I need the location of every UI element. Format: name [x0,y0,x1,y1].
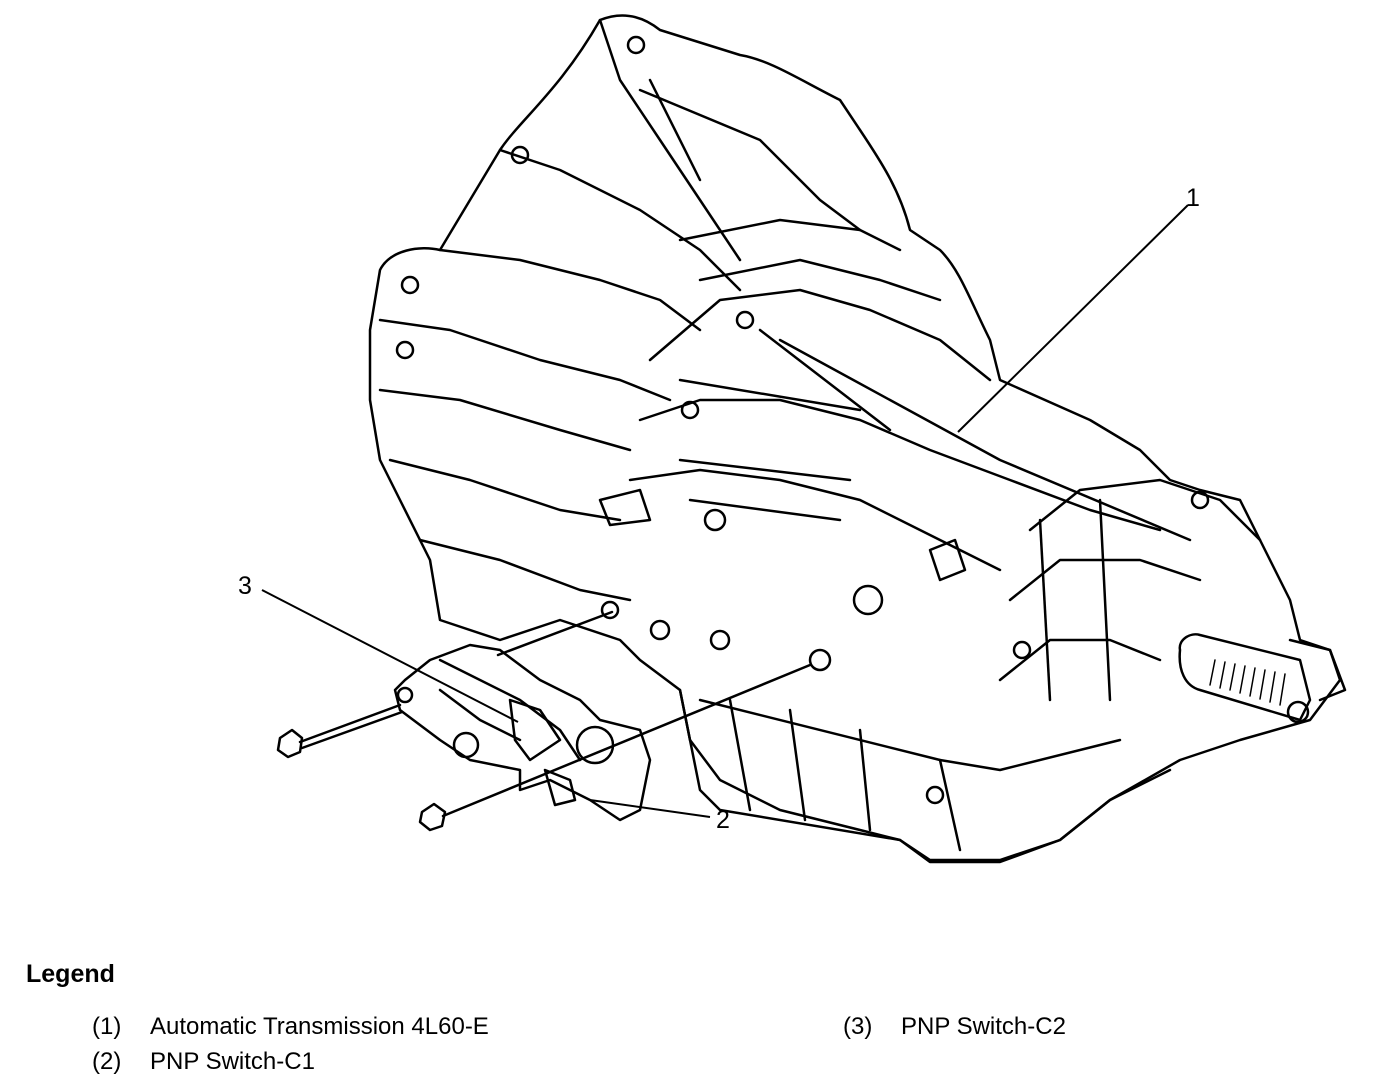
oil-pan [938,758,962,852]
main-case [678,458,852,482]
case-boss [925,785,945,805]
callout-1: 1 [1186,184,1200,212]
bolt-upper [276,703,404,759]
tail-housing [1028,478,1262,542]
housing-rib [498,148,742,292]
legend-item-text: Automatic Transmission 4L60-E [150,1013,489,1040]
tail-housing [998,638,1162,682]
case-boss [510,145,530,165]
callout-leader-3 [261,589,519,723]
main-case [688,498,842,522]
legend-item-2: (2) PNP Switch-C1 [92,1049,315,1075]
case-boss [709,629,731,651]
callout-leader-1 [957,204,1189,433]
bell-housing [368,14,1342,862]
main-case [628,468,1002,572]
pnp-connector-c1 [543,768,577,807]
pnp-switch-pivot [452,731,480,759]
case-boss [1190,490,1210,510]
main-case [678,378,862,412]
case-boss [600,600,620,620]
output-shaft-end [1286,700,1310,724]
tail-housing [1098,498,1112,702]
legend-item-number: (2) [92,1048,122,1075]
bolt-guide-line [496,610,614,657]
mount-bracket [598,488,652,527]
housing-rib [638,88,862,232]
output-shaft [1178,633,1312,722]
legend-title: Legend [26,960,115,988]
pnp-switch-face [438,688,522,742]
legend-item-text: PNP Switch-C1 [150,1048,315,1075]
callout-3: 3 [238,572,252,600]
case-boss [400,275,420,295]
main-case [648,288,992,382]
tail-housing [1008,558,1202,602]
housing-rib [648,78,702,182]
housing-rib [378,318,672,402]
connector-block [928,538,967,582]
case-boss [626,35,646,55]
legend-item-3: (3) PNP Switch-C2 [843,1014,1066,1040]
main-case [638,398,1162,532]
case-boss [703,508,727,532]
case-boss [395,340,415,360]
output-spline [1209,659,1286,706]
tail-housing [1038,518,1052,702]
case-boss [735,310,755,330]
legend-item-number: (1) [92,1013,122,1040]
housing-rib [378,388,632,452]
callout-2: 2 [716,806,730,834]
case-boss [1012,640,1032,660]
legend-item-1: (1) Automatic Transmission 4L60-E [92,1014,489,1040]
callout-leader-2 [589,799,711,818]
housing-rib [598,18,742,262]
oil-pan [698,698,1122,772]
housing-rib [418,538,632,602]
oil-pan [788,708,807,822]
pnp-switch-face [438,658,582,762]
legend-item-text: PNP Switch-C2 [901,1013,1066,1040]
case-boss [649,619,671,641]
pnp-switch [393,643,652,822]
main-case [778,338,1192,542]
tail-mount [1288,638,1347,702]
housing-rib [438,248,702,332]
oil-pan [858,728,872,832]
case-boss [852,584,884,616]
oil-pan [728,698,752,812]
housing-rib [388,458,622,522]
housing-rib [678,218,902,252]
case-boss [680,400,700,420]
main-case [758,328,892,432]
case-boss [808,648,832,672]
transmission-diagram [261,14,1347,864]
pnp-connector-c2 [508,698,562,762]
housing-rib [698,258,942,302]
oil-pan [678,688,1172,864]
bolt-lower [418,663,812,832]
legend-item-number: (3) [843,1013,873,1040]
